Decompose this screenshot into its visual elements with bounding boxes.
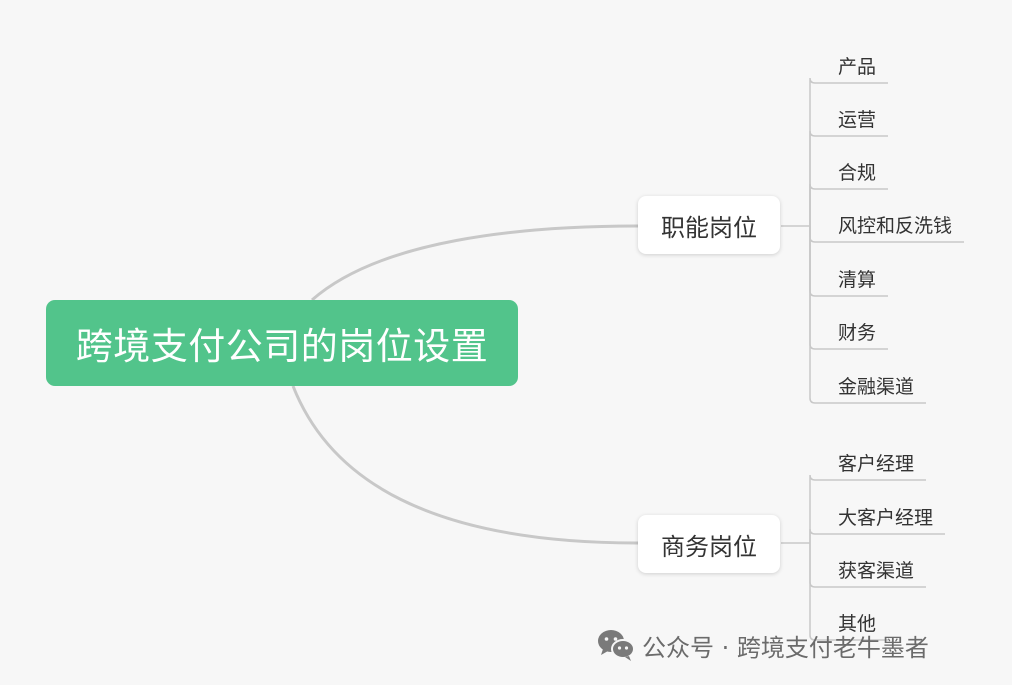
connector-root-to-business [291, 385, 639, 545]
leaf-operations-connector [809, 130, 888, 226]
leaf-compliance-connector [809, 183, 888, 226]
connector-root-to-functional [311, 224, 639, 302]
leaf-key-account-manager-connector [809, 528, 945, 543]
branch-business-roles[interactable]: 商务岗位 [638, 515, 780, 573]
wechat-icon [598, 630, 635, 661]
leaf-product-connector [809, 77, 888, 226]
leaf-other[interactable]: 其他 [838, 613, 877, 635]
leaf-operations[interactable]: 运营 [838, 109, 877, 131]
leaf-financial-channels-connector [809, 226, 926, 404]
root-topic[interactable]: 跨境支付公司的岗位设置 [46, 300, 518, 386]
leaf-account-manager[interactable]: 客户经理 [838, 453, 915, 475]
leaf-key-account-manager[interactable]: 大客户经理 [838, 507, 934, 529]
leaf-compliance[interactable]: 合规 [838, 162, 877, 184]
leaf-acquisition-channels[interactable]: 获客渠道 [838, 560, 915, 582]
leaf-other-connector [809, 543, 888, 641]
branch-functional-roles[interactable]: 职能岗位 [638, 196, 780, 254]
leaf-account-manager-connector [809, 474, 926, 543]
leaf-risk-aml[interactable]: 风控和反洗钱 [838, 215, 953, 237]
leaf-product[interactable]: 产品 [838, 56, 877, 78]
branch-functional-roles-label: 职能岗位 [661, 213, 757, 242]
leaf-clearing[interactable]: 清算 [838, 269, 877, 291]
watermark-text: 公众号 · 跨境支付老牛墨者 [642, 633, 929, 662]
watermark: 公众号 · 跨境支付老牛墨者 [596, 628, 929, 662]
leaf-financial-channels[interactable]: 金融渠道 [838, 376, 915, 398]
root-topic-label: 跨境支付公司的岗位设置 [75, 325, 489, 368]
leaf-finance[interactable]: 财务 [838, 322, 877, 344]
branch-business-roles-label: 商务岗位 [661, 532, 757, 561]
